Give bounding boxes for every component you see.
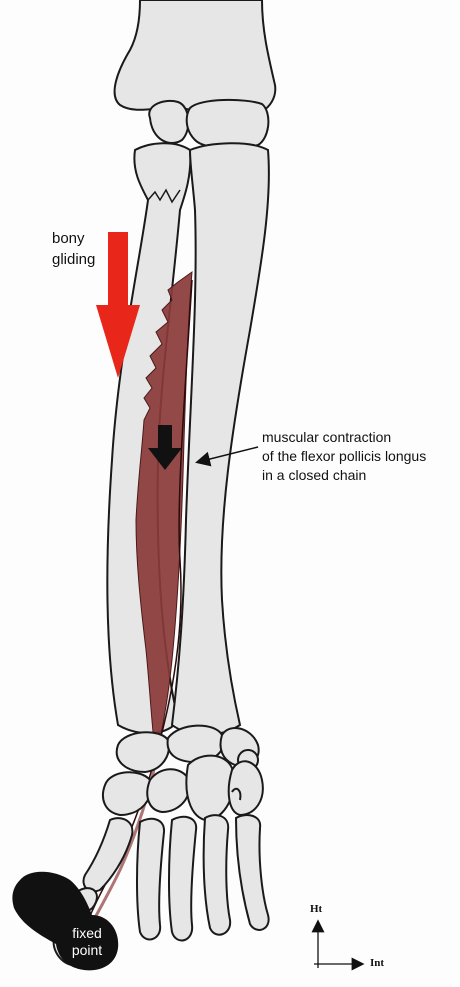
int-axis-label: Int: [370, 957, 384, 969]
ht-axis-label: Ht: [310, 903, 322, 915]
contraction-line1: muscular contraction: [262, 428, 426, 447]
fixed-point-label: fixed point: [57, 925, 117, 959]
olecranon-bone: [149, 101, 188, 143]
contraction-label: muscular contraction of the flexor polli…: [262, 428, 426, 485]
bony-gliding-label: bony gliding: [52, 228, 95, 270]
bony-gliding-line1: bony: [52, 228, 95, 249]
contraction-line2: of the flexor pollicis longus: [262, 447, 426, 466]
carpal-bones: [103, 726, 263, 821]
radial-head-bone: [187, 100, 269, 148]
fixed-point-line1: fixed: [57, 925, 117, 942]
contraction-line3: in a closed chain: [262, 466, 426, 485]
radius-bone: [172, 143, 269, 735]
fixed-point-line2: point: [57, 942, 117, 959]
bony-gliding-line2: gliding: [52, 249, 95, 270]
